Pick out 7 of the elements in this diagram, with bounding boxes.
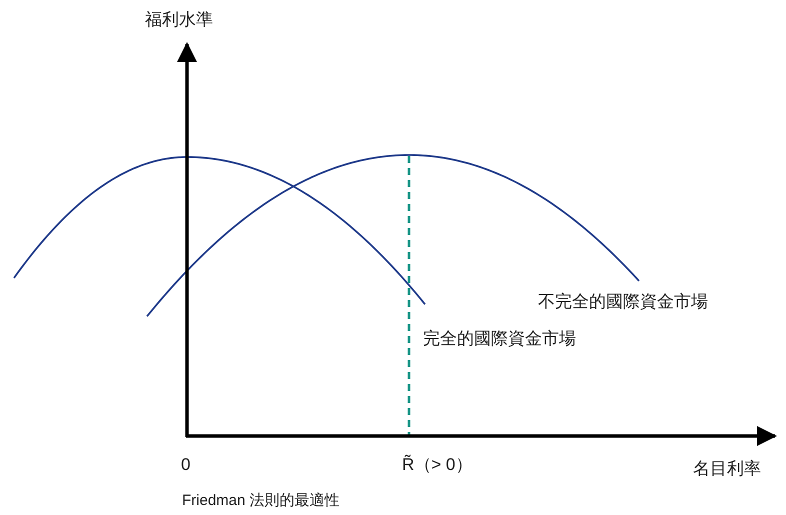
tick-label: R̃（> 0） xyxy=(402,455,472,476)
axis-label: 名目利率 xyxy=(693,459,761,480)
curve-label: 完全的國際資金市場 xyxy=(423,329,576,350)
caption: Friedman 法則的最適性 xyxy=(182,492,340,510)
curve-label: 不完全的國際資金市場 xyxy=(538,292,708,312)
tick-label: 0 xyxy=(181,455,190,476)
axis-label: 福利水準 xyxy=(145,10,213,30)
